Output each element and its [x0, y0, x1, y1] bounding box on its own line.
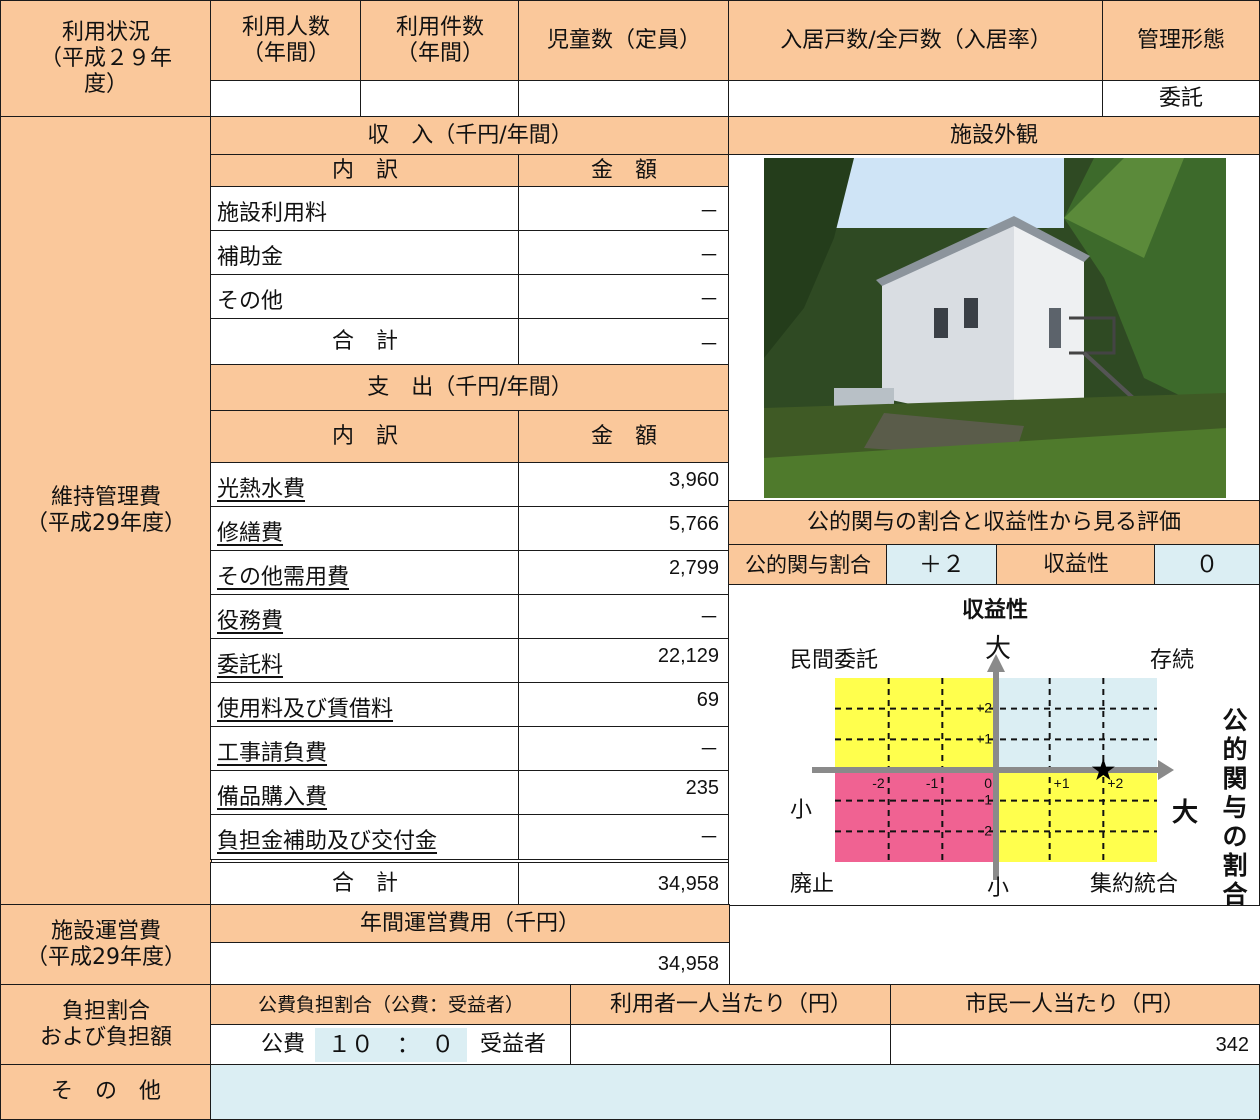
income-row-value: － [518, 274, 730, 320]
income-breakdown-header: 内 訳 [210, 154, 520, 188]
quadrant-top-left-label: 民間委託 [790, 648, 879, 673]
per-user-value [570, 1024, 892, 1066]
annual-cost-title: 年間運営費用（千円） [210, 904, 730, 944]
income-row-label: その他 [210, 274, 520, 320]
quadrant-bottom-left-label: 廃止 [790, 872, 835, 897]
cases-value [360, 80, 520, 118]
public-involvement-label: 公的関与割合 [728, 544, 888, 586]
expense-total-label: 合 計 [210, 862, 520, 906]
quadrant-top-right-label: 存続 [1150, 648, 1195, 673]
income-total-value: － [518, 318, 730, 366]
income-amount-header: 金 額 [518, 154, 730, 188]
expense-row-label: 負担金補助及び交付金 [210, 814, 520, 860]
quadrant-bottom-right-label: 集約統合 [1090, 872, 1179, 897]
chart-title: 収益性 [962, 598, 1029, 623]
income-total-label: 合 計 [210, 318, 520, 366]
expense-row-value: 22,129 [518, 638, 730, 684]
col-occupancy-header: 入居戸数/全戸数（入居率） [728, 0, 1104, 82]
children-value [518, 80, 730, 118]
col-users-header: 利用人数 （年間） [210, 0, 362, 82]
x-axis-title: 公的関与の割合 [1222, 706, 1248, 909]
expense-row-value: 3,960 [518, 462, 730, 508]
expense-row-label: 使用料及び賃借料 [210, 682, 520, 728]
expense-row-value: － [518, 726, 730, 772]
col-children-header: 児童数（定員） [518, 0, 730, 82]
beneficiary-word: 受益者 [479, 1031, 546, 1057]
public-involvement-value: ＋２ [886, 544, 998, 586]
income-row-value: － [518, 230, 730, 276]
evaluation-chart-cell [728, 584, 1260, 906]
exterior-photo-cell [728, 154, 1260, 502]
expense-row-value: － [518, 814, 730, 860]
profitability-label: 収益性 [996, 544, 1156, 586]
y-axis-bottom-label: 小 [987, 876, 1010, 901]
other-label: そ の 他 [0, 1064, 212, 1120]
income-row-label: 施設利用料 [210, 186, 520, 232]
evaluation-title: 公的関与の割合と収益性から見る評価 [728, 500, 1260, 546]
expense-row-value: 235 [518, 770, 730, 816]
occupancy-value [728, 80, 1104, 118]
ratio-header: 公費負担割合（公費：受益者） [210, 984, 572, 1026]
maintenance-label: 維持管理費 （平成29年度） [0, 116, 212, 906]
other-value [210, 1064, 1260, 1120]
income-row-label: 補助金 [210, 230, 520, 276]
profitability-value: ０ [1154, 544, 1260, 586]
expense-row-value: － [518, 594, 730, 640]
expense-row-label: 委託料 [210, 638, 520, 684]
ratio-cell: 公費 １０ ： ０ 受益者 [210, 1024, 572, 1066]
income-title: 収 入（千円/年間） [210, 116, 730, 156]
annual-cost-value: 34,958 [210, 942, 730, 986]
facility-photo [764, 158, 1226, 498]
x-axis-right-label: 大 [1172, 798, 1199, 828]
per-citizen-value: 342 [890, 1024, 1260, 1066]
income-row-value: － [518, 186, 730, 232]
expense-title: 支 出（千円/年間） [210, 364, 730, 412]
expense-row-value: 69 [518, 682, 730, 728]
expense-row-label: その他需用費 [210, 550, 520, 596]
expense-row-value: 2,799 [518, 550, 730, 596]
users-value [210, 80, 362, 118]
expense-row-label: 備品購入費 [210, 770, 520, 816]
burden-label: 負担割合 および負担額 [0, 984, 212, 1066]
expense-row-label: 修繕費 [210, 506, 520, 552]
per-user-header: 利用者一人当たり（円） [570, 984, 892, 1026]
expense-row-label: 光熱水費 [210, 462, 520, 508]
expense-row-label: 工事請負費 [210, 726, 520, 772]
col-management-header: 管理形態 [1102, 0, 1260, 82]
management-value: 委託 [1102, 80, 1260, 118]
x-axis-left-label: 小 [790, 798, 813, 823]
operation-label: 施設運営費 （平成29年度） [0, 904, 212, 986]
expense-row-value: 5,766 [518, 506, 730, 552]
expense-breakdown-header: 内 訳 [210, 410, 520, 464]
usage-label: 利用状況 （平成２９年 度） [0, 0, 212, 118]
expense-total-value: 34,958 [518, 862, 730, 906]
expense-row-label: 役務費 [210, 594, 520, 640]
exterior-title: 施設外観 [728, 116, 1260, 156]
col-cases-header: 利用件数 （年間） [360, 0, 520, 82]
y-axis-top-label: 大 [985, 634, 1012, 664]
public-word: 公費 [260, 1031, 305, 1057]
ratio-value: １０ ： ０ [315, 1028, 467, 1062]
expense-amount-header: 金 額 [518, 410, 730, 464]
per-citizen-header: 市民一人当たり（円） [890, 984, 1260, 1026]
